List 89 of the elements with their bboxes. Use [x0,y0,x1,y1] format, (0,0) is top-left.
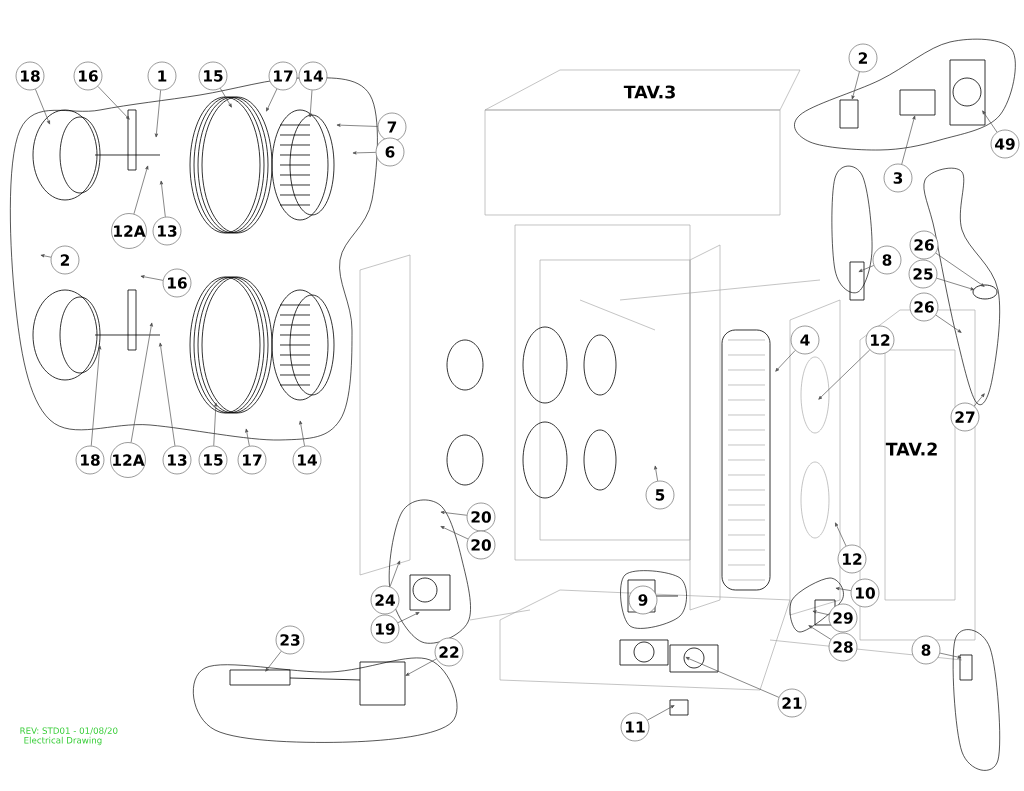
callout-number: 25 [908,259,938,289]
callout-number: 12 [837,544,867,574]
callout-number: 13 [152,216,182,246]
callout-number: 12A [111,213,147,249]
callout-number: 2 [848,43,878,73]
leader-line [858,265,875,272]
leader-line [685,657,780,698]
callout-number: 8 [911,635,941,665]
callout-number: 22 [434,637,464,667]
leader-line [266,88,278,112]
leader-line [213,402,218,446]
leader-line [40,254,52,258]
callout-number: 6 [375,137,405,167]
callout-number: 7 [377,112,407,142]
callout-number: 3 [883,163,913,193]
callout-number: 29 [828,603,858,633]
leader-line [308,89,313,118]
callout-number: 4 [790,325,820,355]
leader-line [440,526,469,540]
leader-line [835,587,852,591]
callout-number: 26 [909,292,939,322]
callout-number: 9 [628,585,658,615]
callout-number: 5 [645,480,675,510]
leader-line [154,89,161,138]
leader-line [939,652,962,659]
callout-number: 19 [370,614,400,644]
leader-line [133,165,149,215]
callout-number: 10 [850,578,880,608]
leader-line [130,322,153,443]
leader-line [245,428,250,447]
callout-number: 12A [110,442,146,478]
callout-number: 14 [292,445,322,475]
leader-line [973,393,985,407]
callout-number: 26 [909,230,939,260]
callout-number: 16 [162,268,192,298]
leader-line [336,123,378,127]
leader-line [835,522,847,547]
callout-number: 49 [990,129,1020,159]
callout-number: 18 [75,445,105,475]
callout-number: 24 [370,585,400,615]
leader-line [265,650,282,672]
sheet-label: TAV.2 [885,442,937,456]
leader-line [299,420,305,447]
leader-line [775,350,796,372]
leader-line [90,345,102,447]
leader-line [808,625,832,640]
leader-line [818,349,871,400]
leader-line [812,610,830,616]
callout-number: 21 [777,688,807,718]
callout-number: 28 [828,632,858,662]
callout-number: 15 [198,61,228,91]
leader-line [440,510,468,516]
leader-line [936,277,975,291]
leader-line [935,252,985,287]
leader-line [935,314,962,333]
leader-line [982,110,998,133]
drawing-type-note: Electrical Drawing [24,736,102,746]
callout-number: 2 [50,245,80,275]
leader-line [97,86,130,120]
callout-number: 13 [162,445,192,475]
leader-line [397,612,420,624]
leader-line [220,88,232,108]
leader-line [647,705,675,721]
leader-line [405,658,437,676]
revision-note: REV: STD01 - 01/08/20 [20,727,118,735]
callout-number: 15 [198,445,228,475]
leader-line [35,88,50,125]
sheet-label: TAV.3 [623,85,675,99]
callout-number: 12 [865,325,895,355]
callout-number: 8 [872,245,902,275]
callout-number: 18 [15,61,45,91]
leader-line [851,71,860,100]
leader-line [654,465,658,482]
callout-number: 23 [275,625,305,655]
leader-line [159,342,176,447]
callout-number: 11 [620,712,650,742]
callout-number: 20 [466,530,496,560]
callout-number: 14 [298,61,328,91]
callout-number: 1 [147,61,177,91]
callout-number: 17 [237,445,267,475]
leader-line [159,180,166,218]
callout-number: 20 [466,502,496,532]
callout-number: 16 [73,61,103,91]
leader-line [389,560,400,587]
leader-line [352,151,376,155]
leader-line [140,275,164,281]
callout-number: 27 [950,402,980,432]
callout-number: 17 [268,61,298,91]
leader-line [901,115,916,165]
